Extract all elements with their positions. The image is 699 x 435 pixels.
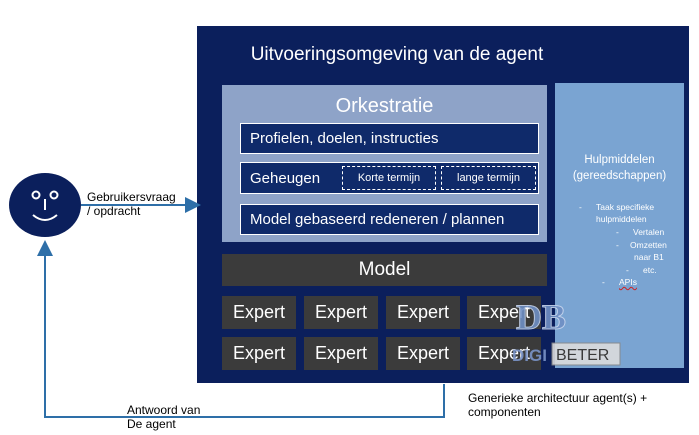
logo-beter-text: BETER — [556, 347, 609, 364]
digibeter-logo: DB DIGI BETER — [512, 295, 622, 367]
environment-title: Uitvoeringsomgeving van de agent — [250, 44, 544, 65]
agent-answer-line2: De agent — [127, 417, 176, 431]
smiley-face-icon — [31, 190, 59, 221]
tools-panel — [555, 83, 684, 368]
reasoning-box: Model gebaseerd redeneren / plannen — [240, 204, 539, 235]
digibeter-logo-icon: DB DIGI BETER — [512, 297, 621, 366]
short-term-memory-box: Korte termijn — [342, 166, 436, 190]
caption-line1: Generieke architectuur agent(s) + — [468, 391, 648, 405]
tools-bullet-dash: - — [616, 240, 619, 250]
tools-item: APIs — [619, 277, 637, 287]
long-term-memory-box: lange termijn — [441, 166, 536, 190]
expert-box: Expert — [222, 337, 296, 370]
tools-title-line2: (gereedschappen) — [572, 170, 667, 182]
expert-label: Expert — [314, 343, 368, 363]
expert-box: Expert — [386, 337, 460, 370]
short-term-label: Korte termijn — [357, 172, 421, 184]
reasoning-label: Model gebaseerd redeneren / plannen — [250, 211, 505, 228]
user-request-label: Gebruikersvraag / opdracht — [87, 190, 176, 218]
user-request-line1: Gebruikersvraag — [87, 190, 176, 204]
expert-label: Expert — [396, 343, 450, 363]
expert-label: Expert — [232, 302, 286, 322]
expert-label: Expert — [477, 343, 531, 363]
tools-title-line1: Hulpmiddelen — [584, 154, 655, 166]
smiley-face-icon — [9, 173, 81, 237]
orchestration-title: Orkestratie — [335, 95, 434, 117]
expert-box: Expert — [467, 296, 541, 329]
expert-label: Expert — [232, 343, 286, 363]
expert-box: Expert — [467, 337, 541, 370]
tools-bullet-dash: - — [616, 227, 619, 237]
tools-item: hulpmiddelen — [596, 214, 647, 224]
long-term-label: lange termijn — [457, 172, 520, 184]
expert-label: Expert — [477, 302, 531, 322]
tools-bullet-dash: - — [602, 277, 605, 287]
tools-item: Taak specifieke — [596, 202, 655, 212]
tools-item: naar B1 — [634, 252, 664, 262]
caption-line2: componenten — [468, 405, 541, 419]
model-box: Model — [222, 254, 547, 286]
tools-title: Hulpmiddelen (gereedschappen) — [555, 152, 684, 184]
answer-arrow — [37, 240, 445, 418]
memory-box: Geheugen — [240, 162, 539, 194]
expert-label: Expert — [314, 302, 368, 322]
expert-box: Expert — [386, 296, 460, 329]
tools-item: Omzetten — [630, 240, 667, 250]
agent-answer-line1: Antwoord van — [127, 403, 201, 417]
expert-box: Expert — [222, 296, 296, 329]
memory-label: Geheugen — [250, 169, 321, 187]
agent-answer-label: Antwoord van De agent — [127, 403, 200, 431]
tools-bullet-dash: - — [626, 265, 629, 275]
logo-db-text: DB — [516, 297, 566, 337]
expert-box: Expert — [304, 337, 378, 370]
logo-beter-box — [551, 342, 621, 366]
expert-box: Expert — [304, 296, 378, 329]
profiles-goals-box: Profielen, doelen, instructies — [240, 123, 539, 154]
tools-item: Vertalen — [633, 227, 665, 237]
caption: Generieke architectuur agent(s) + compon… — [468, 391, 647, 419]
profiles-goals-label: Profielen, doelen, instructies — [250, 130, 439, 147]
tools-bullet-dash: - — [579, 202, 582, 212]
tools-item: etc. — [643, 265, 657, 275]
user-request-line2: / opdracht — [87, 204, 141, 218]
logo-digi-text: DIGI — [512, 346, 547, 365]
expert-label: Expert — [396, 302, 450, 322]
model-label: Model — [358, 259, 411, 280]
